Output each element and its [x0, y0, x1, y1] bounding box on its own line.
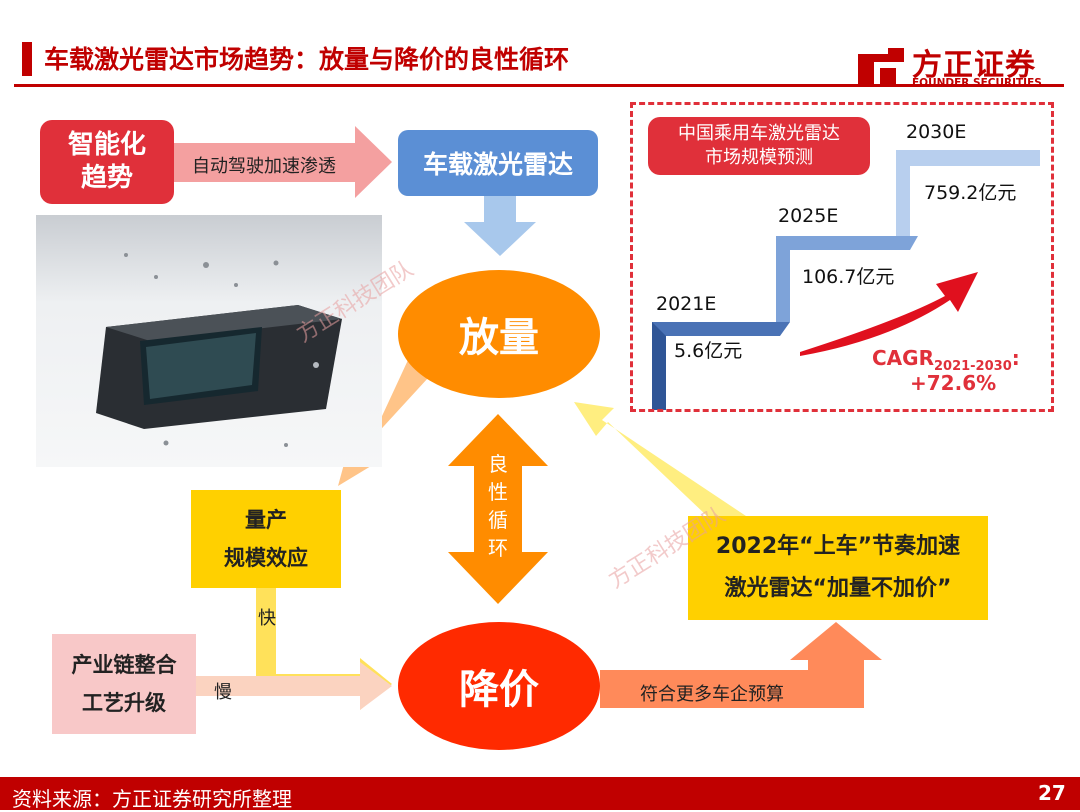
chain-to-price-arrow: [196, 662, 392, 710]
fit-budget-label: 符合更多车企预算: [640, 684, 784, 705]
fast-label: 快: [258, 608, 276, 629]
trend-arrow: [174, 126, 392, 198]
virtuous-cycle-label: 良 性 循 环: [488, 452, 508, 560]
title-divider: [14, 84, 1064, 87]
title-accent-bar: [22, 42, 32, 76]
slow-label: 慢: [214, 682, 232, 703]
lidar-2022-box: 2022年“上车”节奏加速 激光雷达“加量不加价”: [688, 516, 988, 620]
market-forecast-panel: [630, 102, 1054, 412]
step-2030: [896, 150, 1040, 236]
market-size-steps: [652, 150, 1040, 410]
autonomous-driving-label: 自动驾驶加速渗透: [192, 156, 336, 177]
growth-arrow: [800, 272, 978, 356]
box2022-to-volume-arrow: [574, 402, 746, 534]
scale-effect-box: 量产 规模效应: [191, 490, 341, 588]
footer-bar: [0, 777, 1080, 810]
source-note: 资料来源：方正证券研究所整理: [12, 787, 292, 811]
lidar-down-arrow: [464, 196, 536, 256]
logo-text-cn: 方正证券: [912, 48, 1036, 83]
page-title: 车载激光雷达市场趋势：放量与降价的良性循环: [44, 45, 570, 74]
logo-text-en: FOUNDER SECURITIES: [912, 77, 1042, 89]
value-label-2021: 5.6亿元: [674, 340, 743, 362]
cagr-period: 2021-2030: [933, 359, 1012, 374]
cagr-label: CAGR2021-2030:: [872, 346, 1020, 374]
page-number: 27: [1038, 781, 1066, 805]
industry-chain-box: 产业链整合 工艺升级: [52, 634, 196, 734]
price-to-2022-arrow: [600, 622, 882, 708]
value-label-2030: 759.2亿元: [924, 182, 1017, 204]
category-label-2030: 2030E: [906, 121, 967, 143]
volume-circle: 放量: [398, 270, 600, 398]
founder-logo-icon: [858, 48, 904, 86]
step-2025: [776, 236, 918, 322]
category-label-2025: 2025E: [778, 205, 839, 227]
cagr-value: +72.6%: [910, 371, 997, 395]
chart-title: 中国乘用车激光雷达 市场规模预测: [648, 117, 870, 175]
lidar-device-illustration: [96, 253, 342, 447]
cycle-double-arrow: [448, 414, 548, 604]
trend-box: 智能化 趋势: [40, 120, 174, 204]
value-label-2025: 106.7亿元: [802, 266, 895, 288]
lidar-box: 车载激光雷达: [398, 130, 598, 196]
step-2021-face: [652, 322, 666, 410]
lidar-product-photo: [36, 215, 382, 467]
cagr-suffix: :: [1011, 346, 1020, 370]
price-circle: 降价: [398, 622, 600, 750]
category-label-2021: 2021E: [656, 293, 717, 315]
